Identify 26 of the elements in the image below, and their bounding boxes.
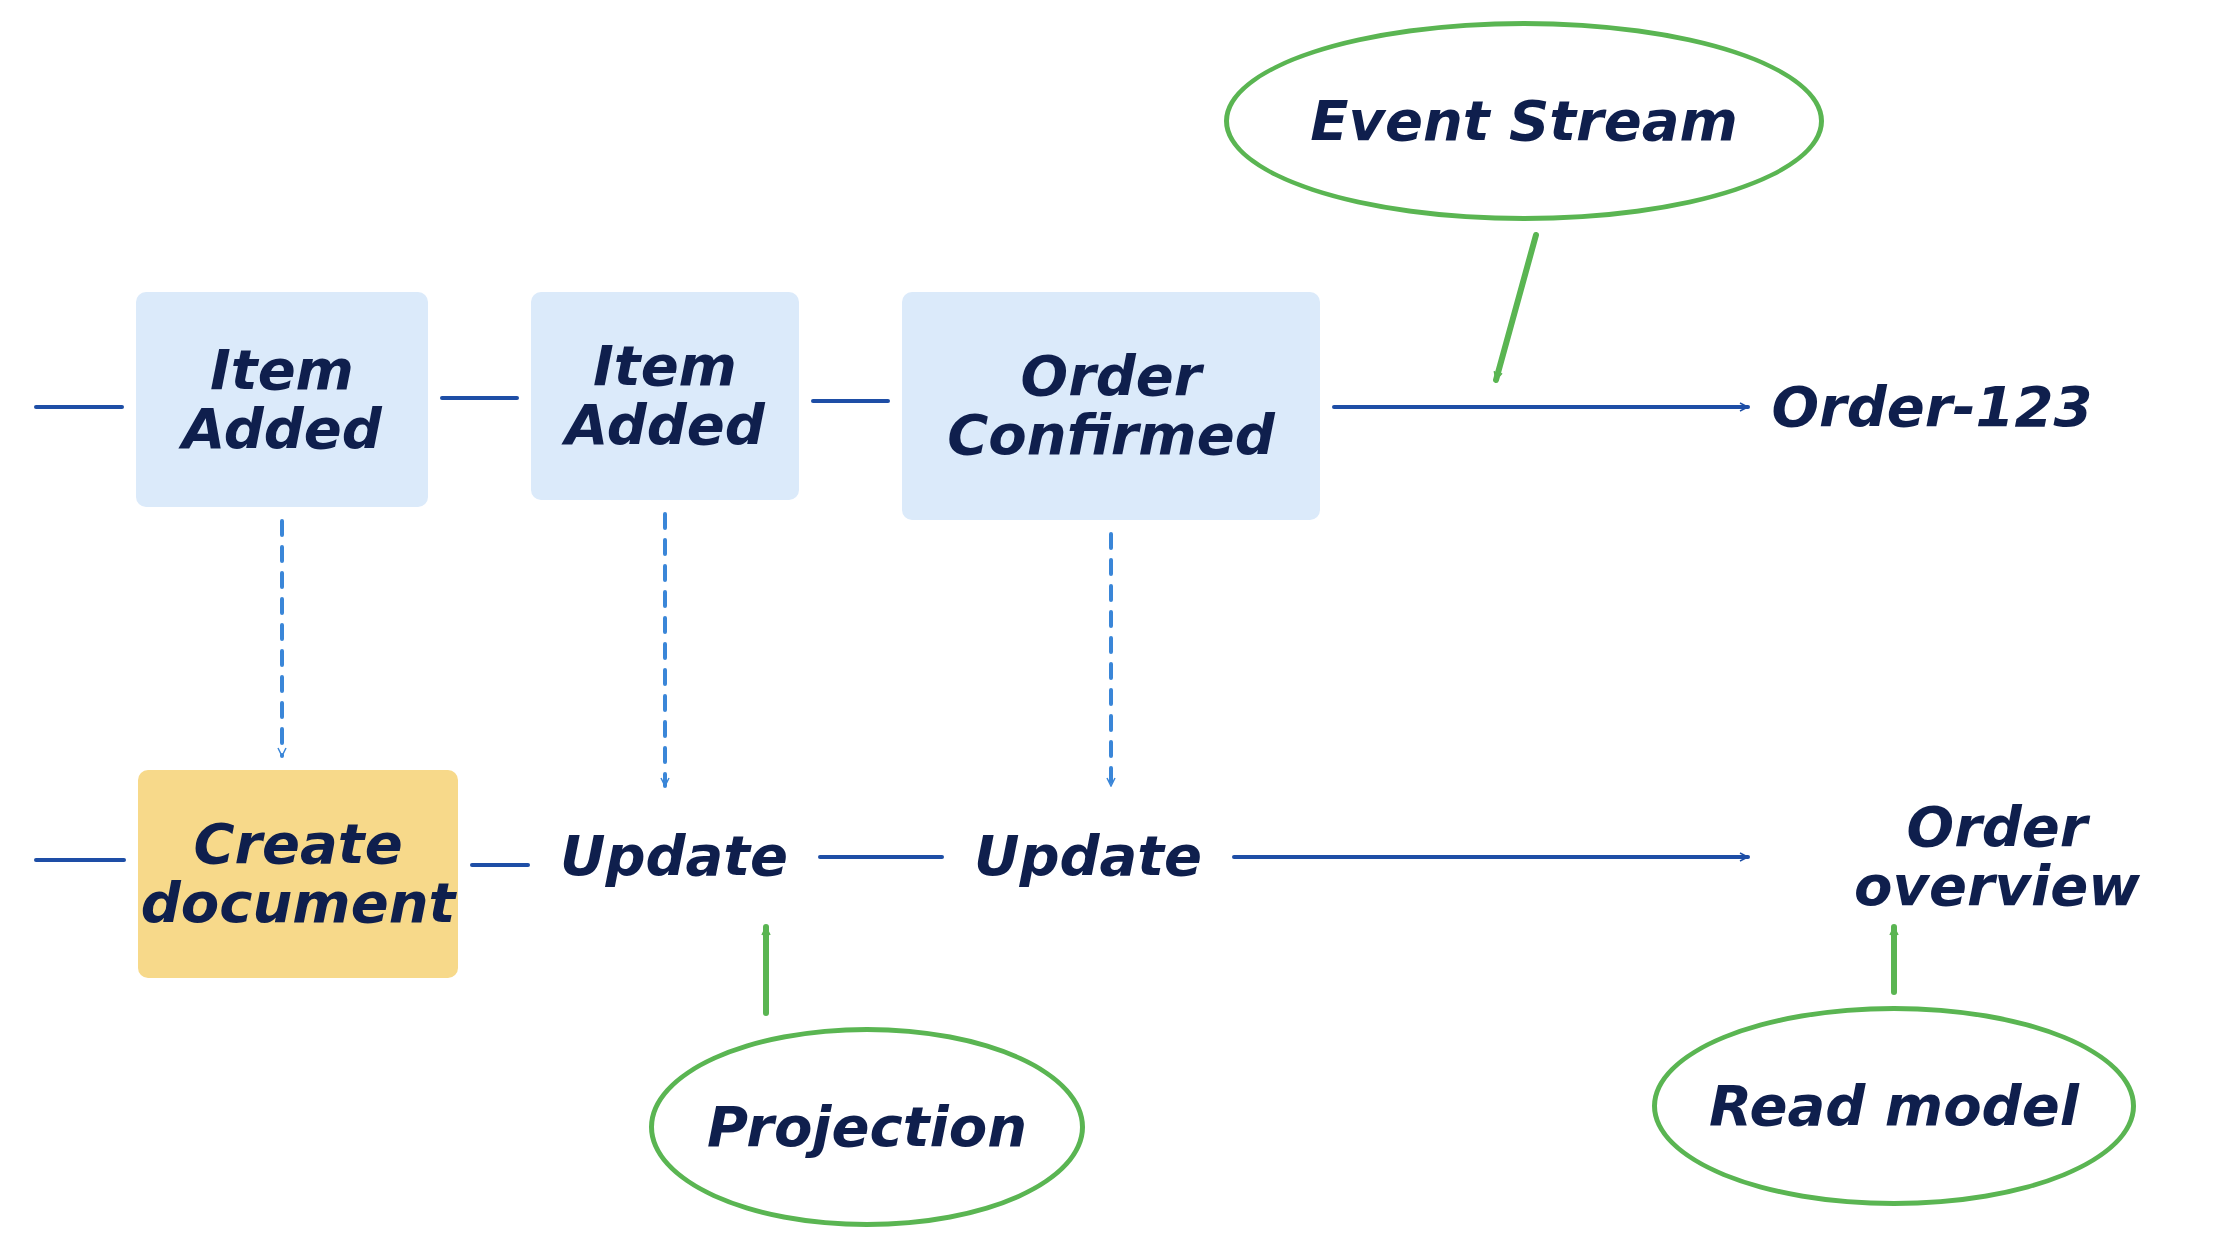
arrow — [660, 512, 670, 788]
event-label: Order Confirmed — [946, 347, 1277, 465]
event-label: Item Added — [531, 337, 799, 455]
arrow — [277, 519, 287, 758]
arrow — [761, 924, 771, 1016]
node-label: Order-123 — [1762, 357, 2102, 457]
node-label: Update — [542, 800, 806, 913]
arrow — [1232, 852, 1750, 862]
arrow — [1889, 924, 1899, 995]
event-sticky-note — [531, 292, 799, 500]
arrow — [1106, 532, 1116, 788]
callout-label: Projection — [706, 1097, 1028, 1157]
node-label: Update — [956, 800, 1220, 913]
event-sticky-note — [902, 292, 1320, 520]
callout-ellipse — [1224, 21, 1824, 221]
event-sticky-note — [136, 292, 428, 507]
event-label: Create document — [139, 815, 458, 933]
event-label: Item Added — [136, 340, 428, 459]
callout-label: Event Stream — [1310, 91, 1738, 151]
callout-label: Read model — [1709, 1076, 2079, 1136]
node-label: Order overview — [1762, 800, 2232, 913]
callout-ellipse — [1652, 1006, 2136, 1206]
callout-ellipse — [649, 1027, 1085, 1227]
arrow — [1332, 402, 1750, 412]
document-sticky-note — [138, 770, 458, 978]
arrow — [1493, 232, 1539, 383]
